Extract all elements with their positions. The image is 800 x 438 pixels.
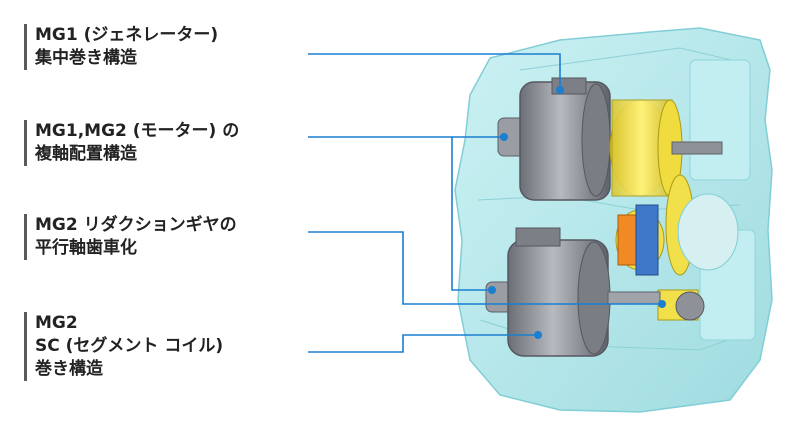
reduction-gears [615,174,739,321]
leader-dot-mg1-mg2-lower [488,286,496,294]
label-mg2-sc-coil: MG2 SC (セグメント コイル) 巻き構造 [24,312,223,381]
label-line: SC (セグメント コイル) [35,336,224,356]
leader-line-reduction [308,231,662,305]
label-line: 巻き構造 [35,359,103,379]
leader-dot-reduction [658,300,666,308]
leader-dot-mg1-mg2-upper [500,133,508,141]
leader-dots [488,86,666,339]
planetary-gear-set [609,99,723,197]
leader-lines [308,53,662,353]
leader-line-sc-coil [308,334,538,353]
leader-line-mg1-mg2 [308,136,492,291]
leader-dot-mg1 [556,86,564,94]
leader-dot-sc-coil [534,331,542,339]
label-line: 複軸配置構造 [35,144,137,164]
label-line: MG2 [35,313,78,333]
label-mg1-mg2-motor: MG1,MG2 (モーター) の 複軸配置構造 [24,120,239,166]
label-line: MG1,MG2 (モーター) の [35,121,240,141]
label-line: MG1 (ジェネレーター) [35,25,219,45]
label-line: MG2 リダクションギヤの [35,215,237,235]
label-line: 平行軸歯車化 [35,238,137,258]
label-mg2-reduction-gear: MG2 リダクションギヤの 平行軸歯車化 [24,214,237,260]
label-line: 集中巻き構造 [35,48,137,68]
label-mg1-generator: MG1 (ジェネレーター) 集中巻き構造 [24,24,218,70]
leader-line-mg1 [308,53,561,90]
